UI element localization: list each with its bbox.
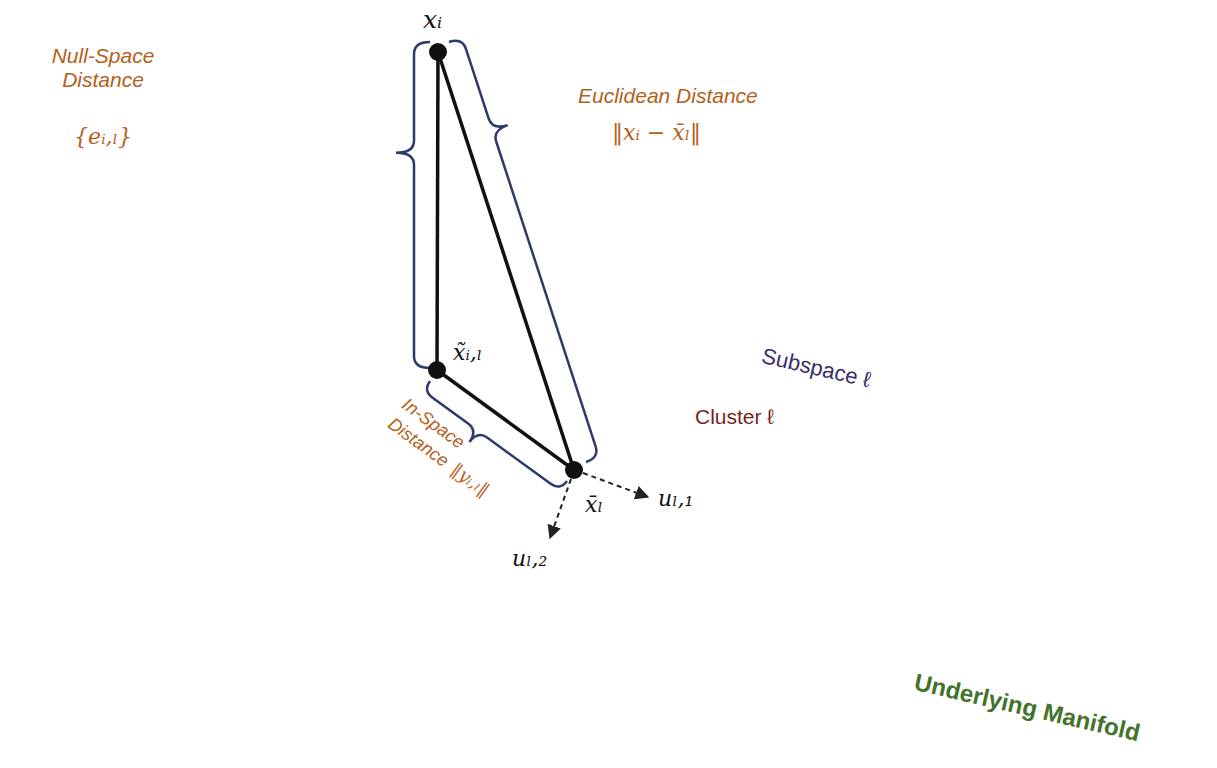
null-space-brace xyxy=(396,42,430,368)
distance-formula: ‖xᵢ − x̄ₗ‖ xyxy=(612,120,701,145)
euclidean-brace xyxy=(449,41,596,462)
vector-label: uₗ,₂ xyxy=(512,546,547,571)
subspace-plane-outline xyxy=(156,238,1056,694)
manifold-label: Underlying Manifold xyxy=(912,668,1143,747)
basis-vector-arrow xyxy=(550,479,571,538)
in-space-line xyxy=(437,370,574,470)
distance-formula: ‖yᵢ,ₗ‖ xyxy=(446,458,494,502)
distance-label: Euclidean Distance xyxy=(578,84,758,108)
euclidean-line xyxy=(438,52,574,470)
distance-formula: {eᵢ,ₗ} xyxy=(28,124,178,149)
point-label: x̃ᵢ,ₗ xyxy=(453,340,482,365)
point-dot xyxy=(428,361,446,379)
point-dot xyxy=(565,461,583,479)
point-label: xᵢ xyxy=(423,6,442,35)
distance-label: Null-Space Distance xyxy=(28,44,178,92)
null-space-line xyxy=(437,52,438,370)
point-dot xyxy=(429,43,447,61)
cluster-label: Cluster ℓ xyxy=(695,405,774,429)
subspace-label: Subspace ℓ xyxy=(759,343,873,393)
subspace-plane: Subspace ℓ Cluster ℓ xyxy=(156,238,1056,694)
vector-label: uₗ,₁ xyxy=(658,486,693,511)
point-label: x̄ₗ xyxy=(585,492,603,517)
rotated-label-group: In-Space Distance‖yᵢ,ₗ‖ xyxy=(383,392,533,519)
